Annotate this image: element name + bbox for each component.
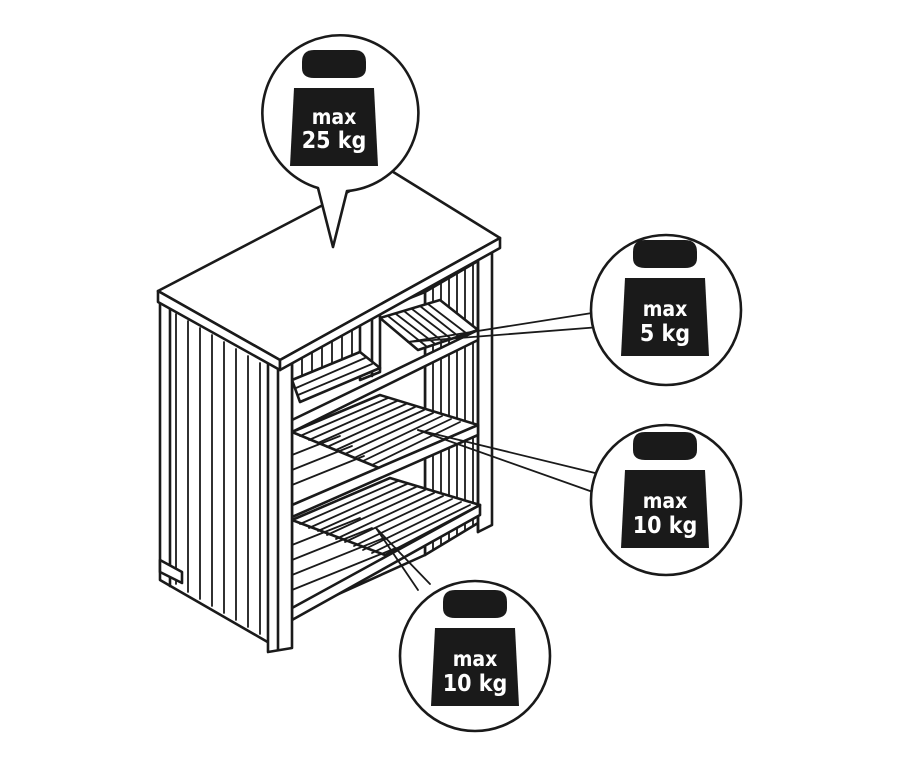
pointer-bottom-shelf — [375, 527, 419, 591]
callout-top-line2: 25 kg — [302, 128, 367, 154]
pointer-middle-shelf-b — [417, 429, 591, 492]
cabinet-illustration — [156, 168, 502, 654]
weight-icon — [621, 240, 709, 356]
cabinet-front-leg — [266, 350, 294, 654]
upper-shelf — [290, 298, 480, 434]
callout-upper-shelf-line2: 5 kg — [640, 321, 690, 347]
pointer-lines — [375, 312, 601, 591]
cabinet-top — [156, 168, 502, 372]
callout-top: max 25 kg — [261, 34, 420, 249]
callout-top-line1: max — [312, 105, 357, 129]
callout-middle-shelf-line1: max — [643, 489, 688, 513]
callout-middle-shelf-line2: 10 kg — [633, 513, 698, 539]
cabinet-right-side — [476, 246, 494, 534]
middle-shelf — [290, 393, 480, 519]
weight-icon — [621, 432, 709, 548]
pointer-upper-shelf — [407, 312, 593, 343]
weight-icon — [290, 50, 378, 166]
callout-bottom-shelf-line2: 10 kg — [443, 671, 508, 697]
pointer-upper-shelf-b — [407, 326, 601, 343]
bottom-shelf — [290, 476, 482, 622]
cabinet-rear-leg — [158, 558, 184, 585]
weight-icon — [431, 590, 519, 706]
cabinet-left-side — [158, 300, 280, 650]
callout-upper-shelf: max 5 kg — [589, 233, 743, 387]
pointer-bottom-shelf-b — [375, 527, 431, 585]
pointer-middle-shelf — [417, 429, 596, 474]
callout-upper-shelf-line1: max — [643, 297, 688, 321]
callout-middle-shelf: max 10 kg — [589, 423, 743, 577]
callout-bottom-shelf-line1: max — [453, 647, 498, 671]
callout-bottom-shelf: max 10 kg — [398, 579, 552, 733]
